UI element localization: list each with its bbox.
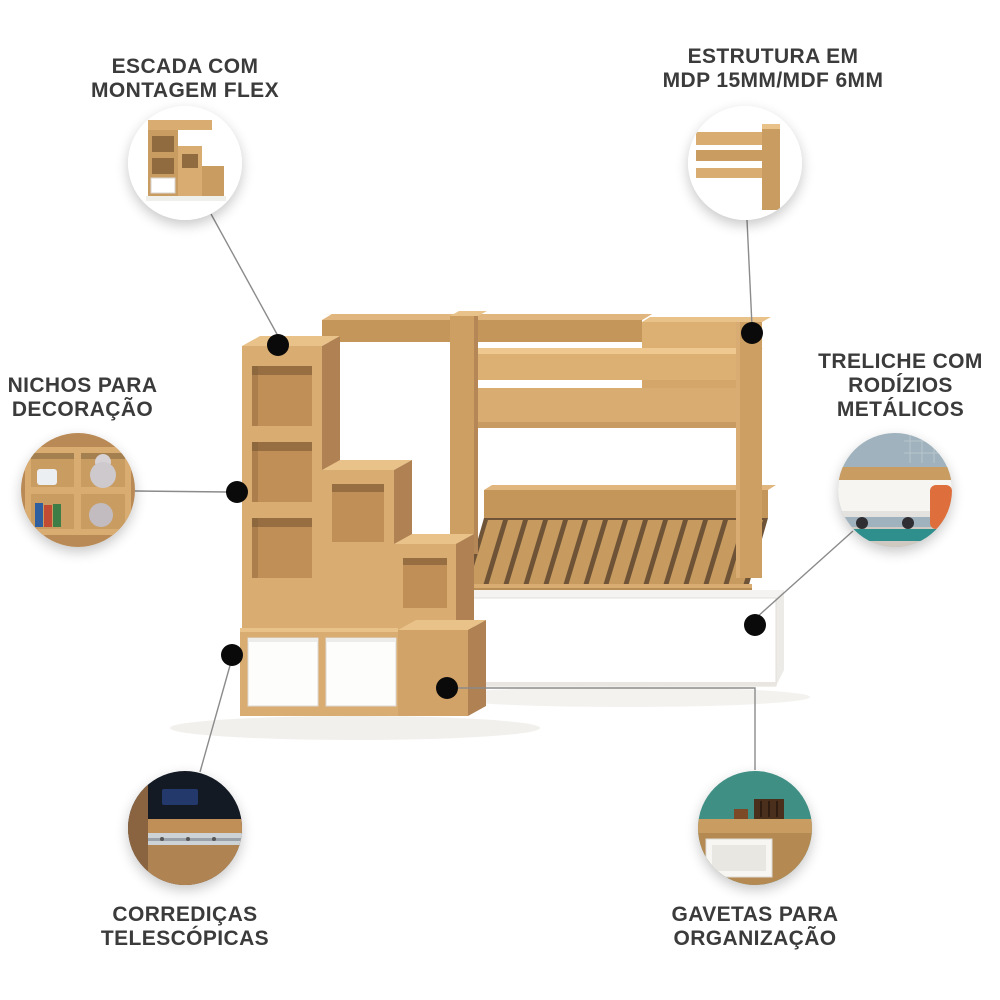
open-drawer-photo (698, 771, 812, 885)
bed-casters-photo (838, 433, 952, 547)
callout-corredicas-line2: TELESCÓPICAS (100, 927, 270, 950)
callout-treliche-line2: RODÍZIOS (848, 374, 953, 397)
callout-gavetas-line2: ORGANIZAÇÃO (673, 927, 837, 950)
callout-estrutura-line1: ESTRUTURA EM (687, 45, 859, 68)
callout-corredicas-label: CORREDIÇAS TELESCÓPICAS (60, 903, 310, 951)
callout-nichos-line1: NICHOS PARA (7, 374, 158, 397)
callout-line-treliche (755, 530, 854, 619)
callout-dot-estrutura (741, 322, 763, 344)
decor-niche (252, 366, 312, 426)
callout-nichos-label: NICHOS PARA DECORAÇÃO (0, 374, 165, 422)
callout-dot-treliche (744, 614, 766, 636)
bed-upper-front (450, 311, 771, 578)
callout-gavetas-line1: GAVETAS PARA (671, 903, 839, 926)
callout-lines (134, 213, 854, 773)
callout-escada-photo (128, 106, 242, 220)
callout-escada-line2: MONTAGEM FLEX (91, 79, 279, 102)
callout-gavetas-photo (698, 771, 812, 885)
callout-treliche-label: TRELICHE COM RODÍZIOS METÁLICOS (808, 350, 993, 422)
callout-gavetas-label: GAVETAS PARA ORGANIZAÇÃO (620, 903, 890, 951)
callout-estrutura-label: ESTRUTURA EM MDP 15MM/MDF 6MM (638, 45, 908, 93)
decor-niche (252, 518, 312, 578)
callout-treliche-line3: METÁLICOS (836, 398, 965, 421)
frame-corner-photo (688, 106, 802, 220)
decor-niche (403, 558, 447, 608)
trundle-drawer (463, 590, 784, 687)
callout-estrutura-photo (688, 106, 802, 220)
callout-treliche-photo (838, 433, 952, 547)
callout-dot-gavetas (436, 677, 458, 699)
callout-escada-line1: ESCADA COM (111, 55, 259, 78)
decor-niche (332, 484, 384, 542)
callout-line-nichos (134, 490, 229, 493)
drawer-base-unit (240, 620, 486, 716)
callout-dots (221, 322, 766, 699)
callout-escada-label: ESCADA COM MONTAGEM FLEX (60, 55, 310, 103)
callout-corredicas-photo (128, 771, 242, 885)
decor-niche (252, 442, 312, 502)
floor-shadows (170, 687, 810, 740)
stair-shelf-photo (128, 106, 242, 220)
callout-line-corredicas (199, 661, 232, 773)
white-drawer-front (247, 637, 319, 707)
white-drawer-front (325, 637, 397, 707)
stair-shelf-unit (242, 336, 474, 640)
callout-treliche-line1: TRELICHE COM (818, 350, 983, 373)
callout-dot-nichos (226, 481, 248, 503)
callout-dot-escada (267, 334, 289, 356)
niches-with-toys-photo (21, 433, 135, 547)
callout-line-gavetas (452, 687, 756, 770)
callout-nichos-photo (21, 433, 135, 547)
bed-lower-bunk (460, 485, 776, 600)
callout-line-escada (210, 213, 279, 337)
callout-estrutura-line2: MDP 15MM/MDF 6MM (662, 69, 884, 92)
callout-nichos-line2: DECORAÇÃO (11, 398, 154, 421)
callout-line-estrutura (746, 219, 753, 327)
callout-corredicas-line1: CORREDIÇAS (112, 903, 258, 926)
telescopic-slide-photo (128, 771, 242, 885)
callout-dot-corredicas (221, 644, 243, 666)
